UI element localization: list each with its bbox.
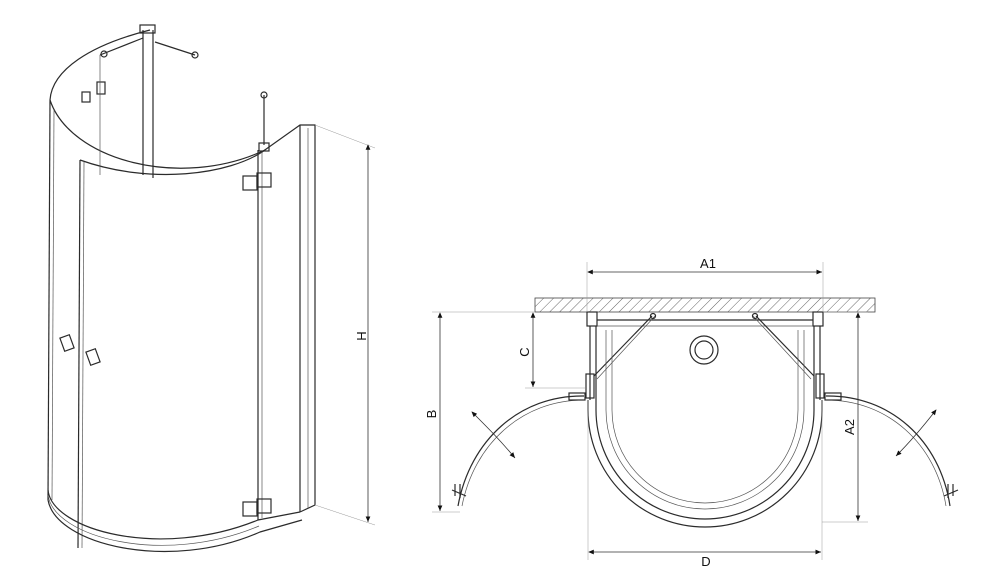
left-door-open [457,395,585,507]
tray-outer [587,400,823,528]
back-panel-inner-curve [49,99,266,169]
d-label: D [701,554,710,569]
door-handle-left [59,333,75,353]
wall-bracket [191,51,199,59]
c-label: C [517,347,532,356]
door-handle-right [85,347,101,367]
plan-view [432,262,959,560]
drain-circle [689,335,719,365]
left-swing-arrow [471,411,516,459]
wall-hatch [534,297,876,313]
right-door-open [825,395,951,507]
lower-hinge [242,501,258,517]
upper-hinge [242,175,258,191]
b-label: B [424,410,439,419]
back-panel-top-edge [49,29,151,101]
door-left-edge [77,159,81,549]
right-swing-arrow [895,409,937,457]
a1-label: A1 [700,256,716,271]
base-tray [47,489,301,540]
a2-label: A2 [842,419,857,435]
left-edge [47,99,51,501]
height-label: H [354,331,369,340]
isometric-shower-view [47,24,376,553]
